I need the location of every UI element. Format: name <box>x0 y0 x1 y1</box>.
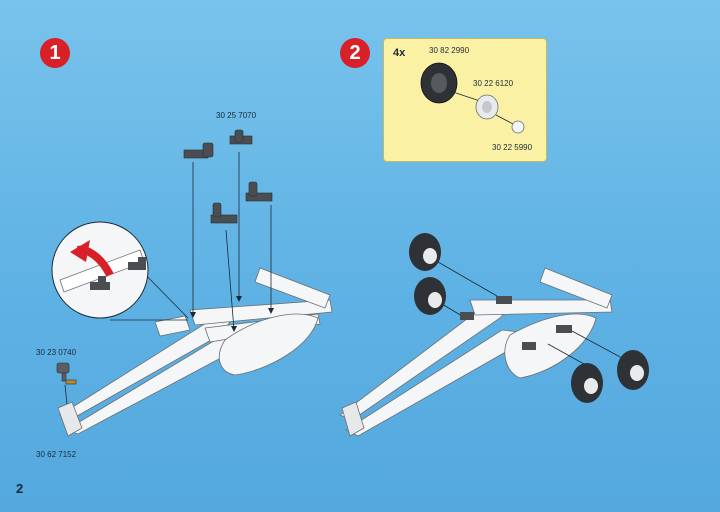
parts-box: 4x 30 82 2990 30 22 6120 30 22 5990 <box>383 38 547 162</box>
part-number-rim: 30 22 6120 <box>473 79 514 88</box>
clamp-parts <box>183 129 273 224</box>
part-number-tire: 30 82 2990 <box>429 46 470 55</box>
wheel-parts-illustration <box>420 62 525 134</box>
part-number-hub-cap: 30 22 5990 <box>492 143 533 152</box>
trailer-frame-1 <box>57 267 333 437</box>
quantity-label: 4x <box>393 47 406 59</box>
part-number-hitch-pin: 30 23 0740 <box>36 348 77 357</box>
part-number-clamp: 30 25 7070 <box>216 111 257 120</box>
trailer-frame-2 <box>339 267 613 437</box>
step-2-badge: 2 <box>340 38 370 68</box>
detail-magnifier <box>51 221 189 321</box>
step-1-badge: 1 <box>40 38 70 68</box>
wheels-step-2 <box>409 233 649 403</box>
page-number: 2 <box>16 481 24 496</box>
hitch-pin-part <box>56 362 77 385</box>
part-number-hitch-socket: 30 62 7152 <box>36 450 77 459</box>
